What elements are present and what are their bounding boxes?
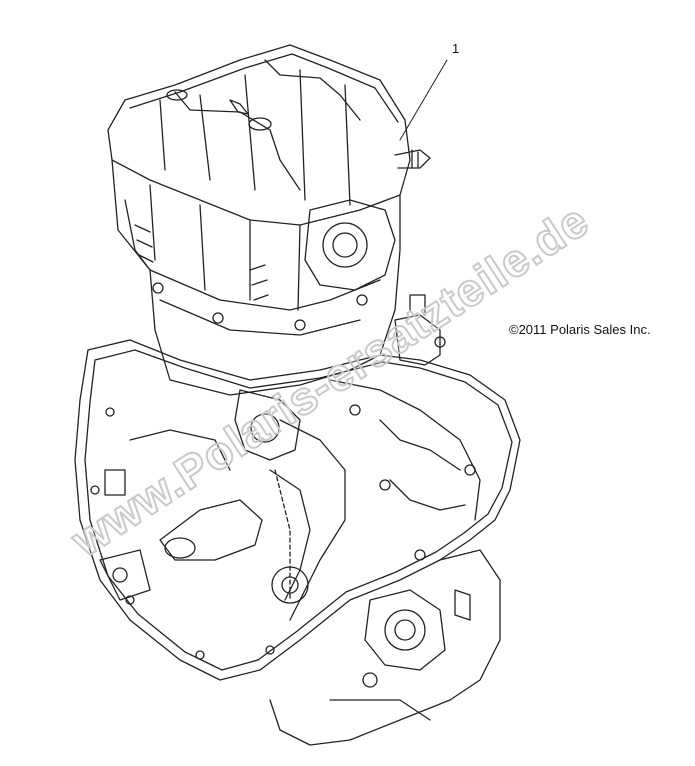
copyright-notice: ©2011 Polaris Sales Inc.: [509, 322, 651, 337]
callout-leader-line: [399, 59, 448, 141]
crankcase: [74, 339, 521, 746]
valve-cover: [107, 44, 431, 226]
callout-number: 1: [452, 41, 460, 56]
cylinder-block: [111, 159, 446, 396]
